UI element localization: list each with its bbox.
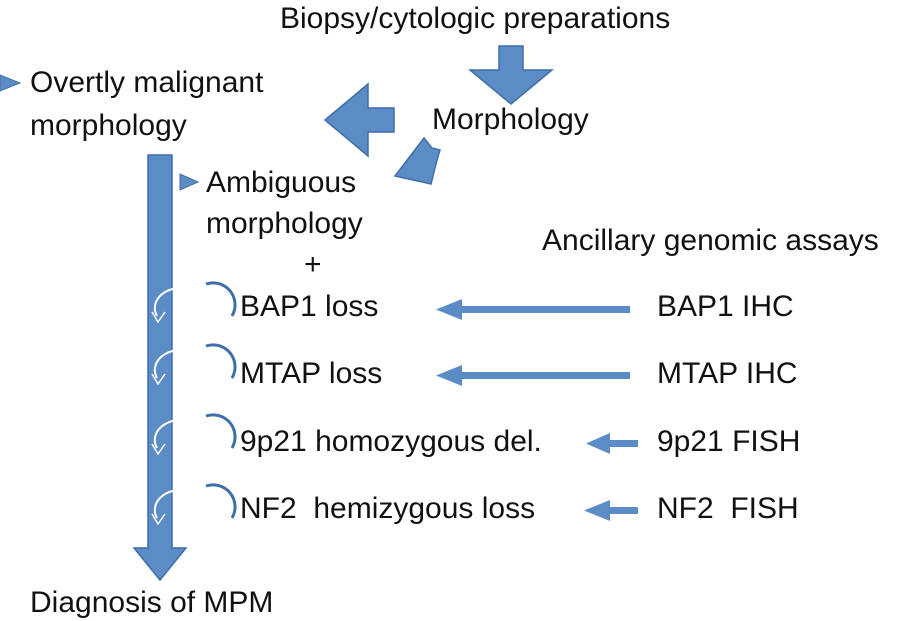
- vertical-arrow-to-diagnosis: [132, 154, 188, 582]
- ambiguous-label-line1: Ambiguous: [206, 166, 357, 199]
- arrow-to-ambiguous: [393, 136, 441, 185]
- arrow-9p21: [586, 433, 638, 454]
- down-arrow-to-morphology: [467, 45, 555, 105]
- assay-9p21: 9p21 FISH: [657, 425, 801, 458]
- overtly-malignant-label-line2: morphology: [30, 109, 187, 142]
- assay-nf2: NF2 FISH: [657, 492, 799, 525]
- plus-sign: +: [304, 248, 322, 281]
- arrow-nf2: [584, 500, 638, 521]
- assays-header: Ancillary genomic assays: [542, 224, 879, 257]
- finding-9p21: 9p21 homozygous del.: [240, 425, 542, 458]
- bullet-triangle-icon: [0, 74, 22, 92]
- finding-nf2: NF2 hemizygous loss: [240, 492, 536, 525]
- arrow-to-overtly-malignant: [323, 82, 395, 158]
- source-label: Biopsy/cytologic preparations: [280, 2, 671, 35]
- finding-bap1: BAP1 loss: [240, 290, 379, 323]
- overtly-malignant-label-line1: Overtly malignant: [30, 66, 264, 99]
- morphology-label: Morphology: [432, 103, 589, 136]
- curved-connector-2: [151, 343, 237, 386]
- arrow-mtap: [436, 365, 630, 386]
- ambiguous-label-line2: morphology: [206, 207, 363, 240]
- bullet-triangle-icon: [179, 173, 200, 191]
- assay-bap1: BAP1 IHC: [657, 290, 794, 323]
- diagnosis-label: Diagnosis of MPM: [30, 586, 274, 619]
- curved-connector-3: [151, 413, 237, 456]
- finding-mtap: MTAP loss: [240, 357, 383, 390]
- curved-connector-1: [151, 281, 237, 324]
- assay-mtap: MTAP IHC: [657, 357, 798, 390]
- arrow-bap1: [436, 299, 630, 320]
- curved-connector-4: [151, 483, 237, 526]
